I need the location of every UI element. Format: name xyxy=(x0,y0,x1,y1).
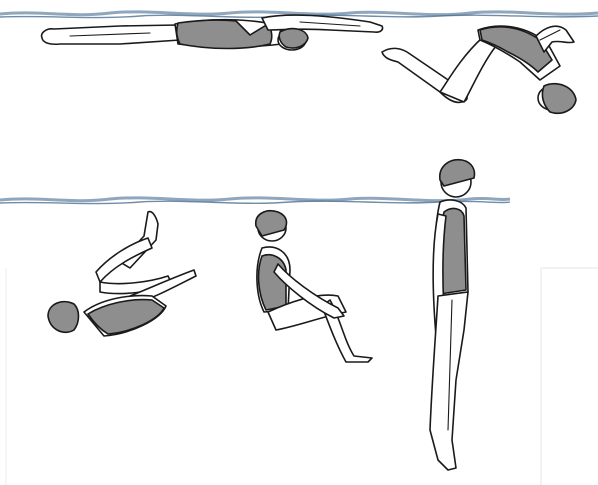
swimmer-backward-roll-icon xyxy=(48,212,196,336)
water-surface-bottom xyxy=(0,198,510,204)
swimmer-pike-dive-icon xyxy=(382,26,576,113)
swimmer-gliding-icon xyxy=(42,15,383,50)
swimmer-tuck-icon xyxy=(256,211,372,362)
swimmer-vertical-icon xyxy=(430,160,475,470)
